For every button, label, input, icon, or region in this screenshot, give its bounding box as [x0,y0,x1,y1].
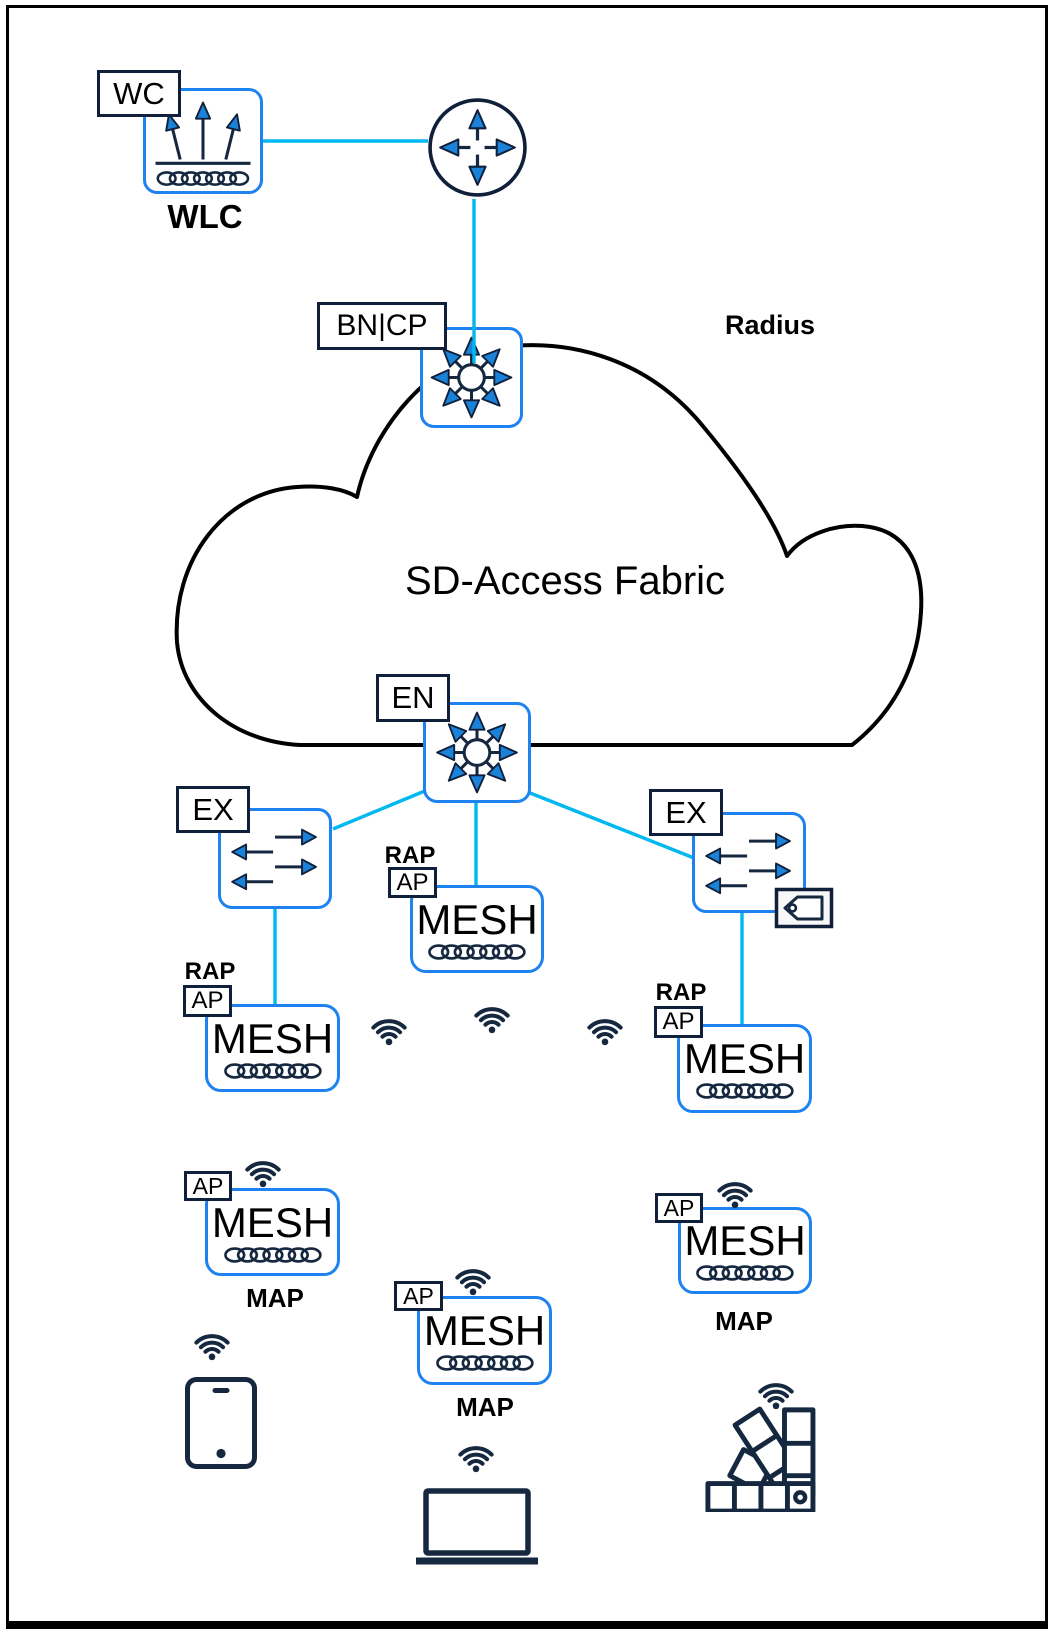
map-caption-mid: MAP [456,1391,514,1422]
coil-icon [222,1063,324,1079]
mesh-label: MESH [416,895,538,943]
ap-badge-right: AP [654,1006,703,1038]
ex-right-badge: EX [649,789,723,836]
rap-badge-right: RAP [655,979,707,1006]
coil-icon [426,944,528,960]
wifi-icon [445,1250,501,1296]
coil-icon [222,1247,324,1263]
wifi-icon [448,1427,504,1473]
bncp-badge: BN|CP [317,302,447,350]
wifi-icon [707,1163,763,1209]
rap-badge-mid: RAP [384,842,436,869]
wc-badge: WC [97,70,181,117]
mesh-label: MESH [423,1307,546,1354]
swatch-fan-icon [698,1404,816,1512]
wlc-box [143,88,263,194]
mesh-label: MESH [683,1035,806,1082]
wifi-icon [184,1315,240,1361]
coil-icon [694,1083,796,1099]
sd-access-cloud-outline [174,343,924,747]
mesh-node-rap-left: MESH [205,1004,340,1092]
connector-en-ex-right [519,787,695,860]
map-caption-left: MAP [246,1282,304,1313]
ex-left-badge: EX [176,786,250,833]
mesh-label: MESH [211,1198,334,1246]
mesh-node-rap-right: MESH [677,1024,812,1113]
wlc-caption: WLC [167,198,243,235]
en-badge: EN [376,674,450,722]
ap-badge-left: AP [183,985,232,1017]
radius-label: Radius [724,309,816,340]
ap-badge-mid: AP [388,867,437,898]
tablet-icon [184,1376,258,1470]
mesh-label: MESH [211,1014,334,1062]
router-icon [425,95,530,200]
coil-icon [434,1355,536,1371]
mesh-node-rap-mid: MESH [410,885,544,973]
mesh-node-map-left: MESH [205,1188,340,1276]
map-caption-right: MAP [715,1305,773,1336]
coil-icon [694,1265,796,1281]
wifi-icon [361,1000,417,1046]
fabric-label: SD-Access Fabric [404,558,726,603]
mesh-node-map-right: MESH [678,1207,812,1294]
rap-badge-left: RAP [184,958,236,985]
wifi-icon [577,1000,633,1046]
tag-icon [774,887,834,929]
connector-en-ex-left [332,786,433,831]
laptop-icon [412,1487,542,1567]
wifi-icon [235,1142,291,1188]
ap-badge-map-left: AP [184,1171,232,1201]
ap-badge-map-mid: AP [394,1281,443,1311]
wifi-icon [464,988,520,1034]
mesh-label: MESH [684,1217,806,1264]
ap-badge-map-right: AP [655,1193,703,1223]
